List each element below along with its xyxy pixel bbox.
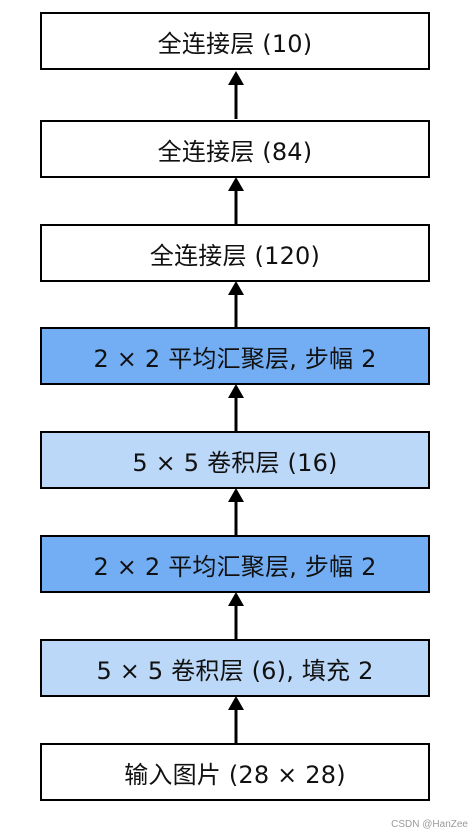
arrow-up-icon (226, 281, 246, 329)
layer-box-fc-10: 全连接层 (10) (40, 12, 430, 70)
arrow-up-icon (226, 71, 246, 119)
layer-label: 全连接层 (120) (149, 241, 321, 270)
layer-label: 5 × 5 卷积层 (16) (132, 448, 338, 477)
layer-box-input: 输入图片 (28 × 28) (40, 743, 430, 801)
arrow-up-icon (226, 592, 246, 640)
layer-label: 全连接层 (84) (157, 137, 313, 166)
layer-label: 全连接层 (10) (157, 29, 313, 58)
layer-box-pool-2: 2 × 2 平均汇聚层, 步幅 2 (40, 327, 430, 385)
watermark: CSDN @HanZee (391, 819, 468, 830)
layer-box-conv-16: 5 × 5 卷积层 (16) (40, 431, 430, 489)
arrow-up-icon (226, 384, 246, 432)
layer-label: 输入图片 (28 × 28) (124, 760, 346, 789)
layer-box-fc-84: 全连接层 (84) (40, 120, 430, 178)
arrow-up-icon (226, 488, 246, 536)
arrow-up-icon (226, 696, 246, 744)
layer-box-conv-6: 5 × 5 卷积层 (6), 填充 2 (40, 639, 430, 697)
layer-label: 5 × 5 卷积层 (6), 填充 2 (96, 656, 374, 685)
layer-box-fc-120: 全连接层 (120) (40, 224, 430, 282)
arrow-up-icon (226, 177, 246, 225)
layer-label: 2 × 2 平均汇聚层, 步幅 2 (93, 344, 377, 373)
layer-box-pool-1: 2 × 2 平均汇聚层, 步幅 2 (40, 535, 430, 593)
layer-label: 2 × 2 平均汇聚层, 步幅 2 (93, 552, 377, 581)
